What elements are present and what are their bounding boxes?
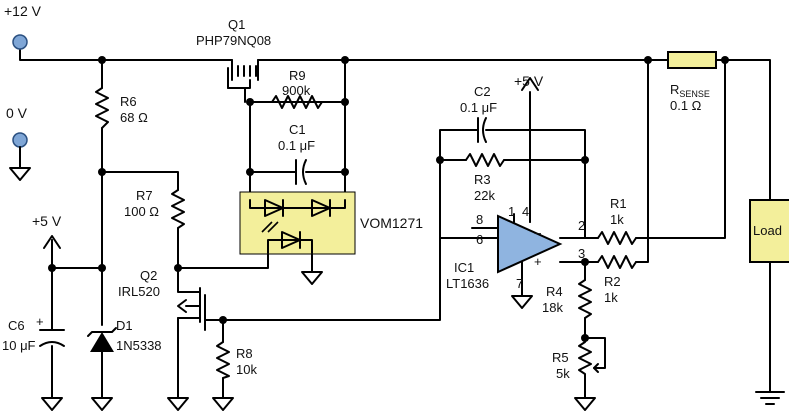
rsense-resistor [667,51,717,69]
r6-label: R6 [120,94,137,109]
c6-capacitor: + [36,314,65,347]
d1-part: 1N5338 [116,338,162,353]
r3-value: 22k [474,188,495,203]
r5-label: R5 [552,350,569,365]
v5-arrow-left [43,235,61,261]
r5-potentiometer [578,337,606,379]
rsense-value: 0.1 Ω [670,98,702,113]
load-label: Load [753,223,782,238]
r1-label: R1 [610,196,627,211]
q2-label: Q2 [140,268,157,283]
r3-label: R3 [474,172,491,187]
v5-arrow-right [521,77,539,91]
v12-terminal [12,34,28,50]
r5-value: 5k [556,366,570,381]
pin2: 2 [578,218,585,233]
r4-value: 18k [542,300,563,315]
c2-label: C2 [474,84,491,99]
opto-vom1271 [239,191,356,255]
pin6: 6 [476,232,483,247]
c2-value: 0.1 μF [460,100,497,115]
r3-resistor [465,153,505,167]
r1-resistor [597,231,637,245]
r1-value: 1k [610,212,624,227]
ic1-label: IC1 [454,260,474,275]
pin7: 7 [516,276,523,291]
c1-value: 0.1 μF [278,138,315,153]
r7-label: R7 [136,188,153,203]
ground-symbols-bottom [41,295,596,411]
pin3: 3 [578,246,585,261]
q2-mosfet [177,287,201,323]
c1-capacitor [295,159,307,185]
r7-resistor [171,189,185,229]
v5-left-label: +5 V [32,213,62,229]
r8-resistor [216,341,230,379]
r2-value: 1k [604,290,618,305]
r6-value: 68 Ω [120,110,148,125]
ground-symbol-opto [301,267,323,285]
d1-zener [87,327,117,352]
c1-label: C1 [289,122,306,137]
r6-resistor [95,87,109,129]
rsense-r: R [670,82,679,97]
v0-label: 0 V [6,105,28,121]
v12-label: +12 V [4,3,42,19]
rsense-sub: SENSE [679,89,710,99]
q1-mosfet [227,65,257,89]
ic1-minus: − [534,226,542,241]
chassis-ground [755,391,785,405]
r2-resistor [597,255,637,269]
r4-label: R4 [546,284,563,299]
junctions [48,56,729,342]
r2-label: R2 [604,274,621,289]
v5-right-label: +5 V [514,73,544,89]
ic1-part: LT1636 [446,276,489,291]
opto-label: VOM1271 [360,215,423,231]
ic1-opamp [497,213,563,274]
v0-terminal [9,132,31,181]
r9-label: R9 [289,68,306,83]
rsense-label: RSENSE [670,82,710,99]
pin1: 1 [508,204,515,219]
r7-value: 100 Ω [124,204,159,219]
q1-part: PHP79NQ08 [196,33,271,48]
c2-capacitor [477,117,487,143]
c6-value: 10 μF [2,338,36,353]
r4-resistor [578,279,592,319]
r8-label: R8 [236,346,253,361]
pin4: 4 [522,204,529,219]
load-box [749,199,789,263]
q1-label: Q1 [228,17,245,32]
c6-label: C6 [8,318,25,333]
d1-label: D1 [116,318,133,333]
r9-value: 900k [282,83,311,98]
wires [19,49,771,399]
ic1-plus: + [534,254,542,269]
svg-text:+: + [36,314,44,329]
q2-part: IRL520 [118,284,160,299]
r9-resistor [271,95,323,109]
pin8: 8 [476,212,483,227]
r8-value: 10k [236,362,257,377]
